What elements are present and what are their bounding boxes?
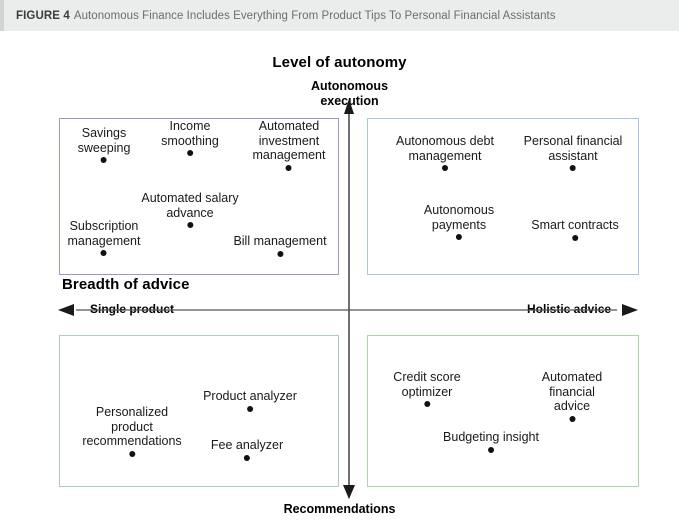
data-point-dot bbox=[423, 401, 430, 407]
data-point-dot bbox=[572, 234, 578, 241]
data-point-label: Automated salary advance bbox=[141, 191, 239, 220]
data-point: Automated investment management bbox=[252, 119, 326, 171]
data-point-dot bbox=[100, 157, 107, 163]
figure-header-text: FIGURE 4 Autonomous Finance Includes Eve… bbox=[16, 0, 673, 31]
data-point: Income smoothing bbox=[161, 119, 219, 156]
horizontal-axis-left-arrow bbox=[58, 304, 74, 316]
data-point-dot bbox=[128, 450, 135, 457]
horizontal-axis-right-cap: Holistic advice bbox=[527, 302, 612, 316]
data-point: Smart contracts bbox=[531, 218, 619, 241]
quadrant-top-right bbox=[367, 118, 639, 275]
figure-header: FIGURE 4 Autonomous Finance Includes Eve… bbox=[0, 0, 679, 31]
data-point-label: Automated financial advice bbox=[541, 370, 603, 413]
data-point-dot bbox=[488, 446, 494, 453]
figure-number-label: FIGURE 4 bbox=[16, 9, 70, 22]
data-point: Fee analyzer bbox=[211, 438, 283, 461]
data-point-dot bbox=[456, 234, 462, 240]
data-point-dot bbox=[569, 415, 575, 422]
data-point: Personalized product recommendations bbox=[82, 405, 182, 457]
data-point-label: Bill management bbox=[233, 234, 327, 248]
vertical-axis-title: Level of autonomy bbox=[272, 54, 407, 71]
data-point: Budgeting insight bbox=[443, 430, 539, 453]
quadrant-top-left bbox=[59, 118, 339, 275]
data-point: Bill management bbox=[233, 234, 327, 257]
data-point-label: Income smoothing bbox=[161, 119, 219, 148]
data-point-label: Subscription management bbox=[67, 219, 141, 248]
data-point: Autonomous payments bbox=[424, 203, 494, 240]
vertical-axis-down-arrow bbox=[343, 485, 355, 499]
data-point-label: Budgeting insight bbox=[443, 430, 539, 444]
data-point: Autonomous debt management bbox=[396, 134, 494, 171]
vertical-axis-up-arrow bbox=[344, 99, 354, 114]
chart-area: Level of autonomy Autonomous execution B… bbox=[0, 31, 679, 525]
data-point-label: Smart contracts bbox=[531, 218, 619, 232]
axis-lines bbox=[58, 99, 638, 499]
data-point-label: Personal financial assistant bbox=[523, 134, 623, 163]
data-point: Personal financial assistant bbox=[523, 134, 623, 171]
data-point: Automated salary advance bbox=[141, 191, 239, 228]
figure-title: Autonomous Finance Includes Everything F… bbox=[73, 9, 556, 22]
horizontal-axis-title: Breadth of advice bbox=[62, 276, 190, 293]
data-point-dot bbox=[276, 250, 283, 257]
data-point: Product analyzer bbox=[203, 389, 297, 412]
horizontal-axis-left-cap: Single product bbox=[90, 302, 174, 316]
data-point-dot bbox=[286, 164, 292, 171]
quadrant-bottom-left bbox=[59, 335, 339, 487]
data-point: Credit score optimizer bbox=[393, 370, 461, 407]
data-point-dot bbox=[442, 165, 448, 171]
data-point-label: Automated investment management bbox=[252, 119, 326, 162]
data-point-dot bbox=[247, 405, 253, 412]
data-point-label: Savings sweeping bbox=[77, 126, 131, 155]
data-point-dot bbox=[243, 454, 250, 461]
data-point-dot bbox=[187, 222, 193, 228]
data-point: Savings sweeping bbox=[77, 126, 131, 163]
data-point-dot bbox=[187, 150, 193, 156]
data-point-dot bbox=[101, 250, 107, 256]
vertical-axis-bottom-cap: Recommendations bbox=[283, 502, 396, 516]
data-point-label: Autonomous payments bbox=[423, 203, 495, 232]
quadrant-bottom-right bbox=[367, 335, 639, 487]
data-point-label: Personalized product recommendations bbox=[82, 405, 182, 448]
horizontal-axis-right-arrow bbox=[622, 304, 638, 316]
data-point: Subscription management bbox=[67, 219, 141, 256]
data-point-label: Fee analyzer bbox=[210, 438, 284, 452]
data-point-label: Credit score optimizer bbox=[393, 370, 461, 399]
data-point-label: Autonomous debt management bbox=[396, 134, 494, 163]
data-point-label: Product analyzer bbox=[203, 389, 297, 403]
data-point: Automated financial advice bbox=[519, 370, 626, 422]
data-point-dot bbox=[569, 165, 576, 171]
